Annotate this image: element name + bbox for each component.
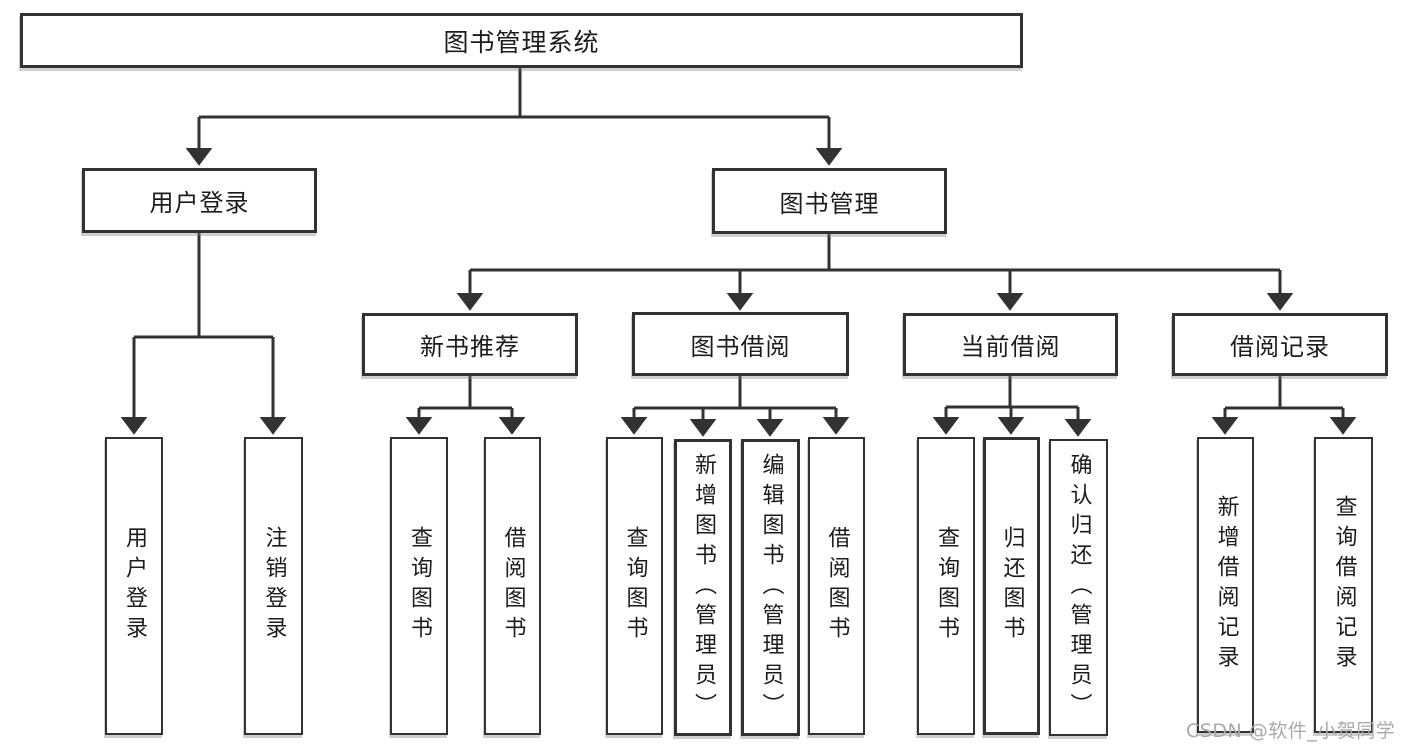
node-root: 图书管理系统 (20, 13, 1023, 68)
leaf-borrow-books: 借阅图书 (808, 437, 865, 735)
node-book-borrow: 图书借阅 (632, 312, 849, 376)
node-user-login: 用户登录 (82, 168, 317, 233)
leaf-query-borrow-record: 查询借阅记录 (1314, 437, 1373, 733)
leaf-borrow-books-recommend: 借阅图书 (484, 437, 541, 735)
leaf-return-book: 归还图书 (983, 437, 1040, 735)
leaf-add-book-admin: 新增图书（管理员） (674, 439, 732, 736)
node-new-book-recommend: 新书推荐 (362, 313, 578, 376)
node-borrow-records: 借阅记录 (1172, 313, 1388, 376)
leaf-query-books-current: 查询图书 (917, 437, 975, 735)
leaf-confirm-return-admin: 确认归还（管理员） (1049, 439, 1108, 736)
node-current-borrow: 当前借阅 (903, 313, 1118, 376)
leaf-edit-book-admin: 编辑图书（管理员） (741, 439, 800, 736)
leaf-logout: 注销登录 (244, 437, 303, 735)
watermark-text: CSDN @软件_小贺同学 (1186, 720, 1396, 742)
connector-arrows (120, 117, 1357, 437)
leaf-user-login: 用户登录 (105, 437, 163, 735)
leaf-add-borrow-record: 新增借阅记录 (1197, 437, 1254, 733)
node-book-management: 图书管理 (712, 168, 947, 234)
leaf-query-books-borrow: 查询图书 (606, 437, 663, 735)
leaf-query-books-recommend: 查询图书 (390, 437, 448, 735)
